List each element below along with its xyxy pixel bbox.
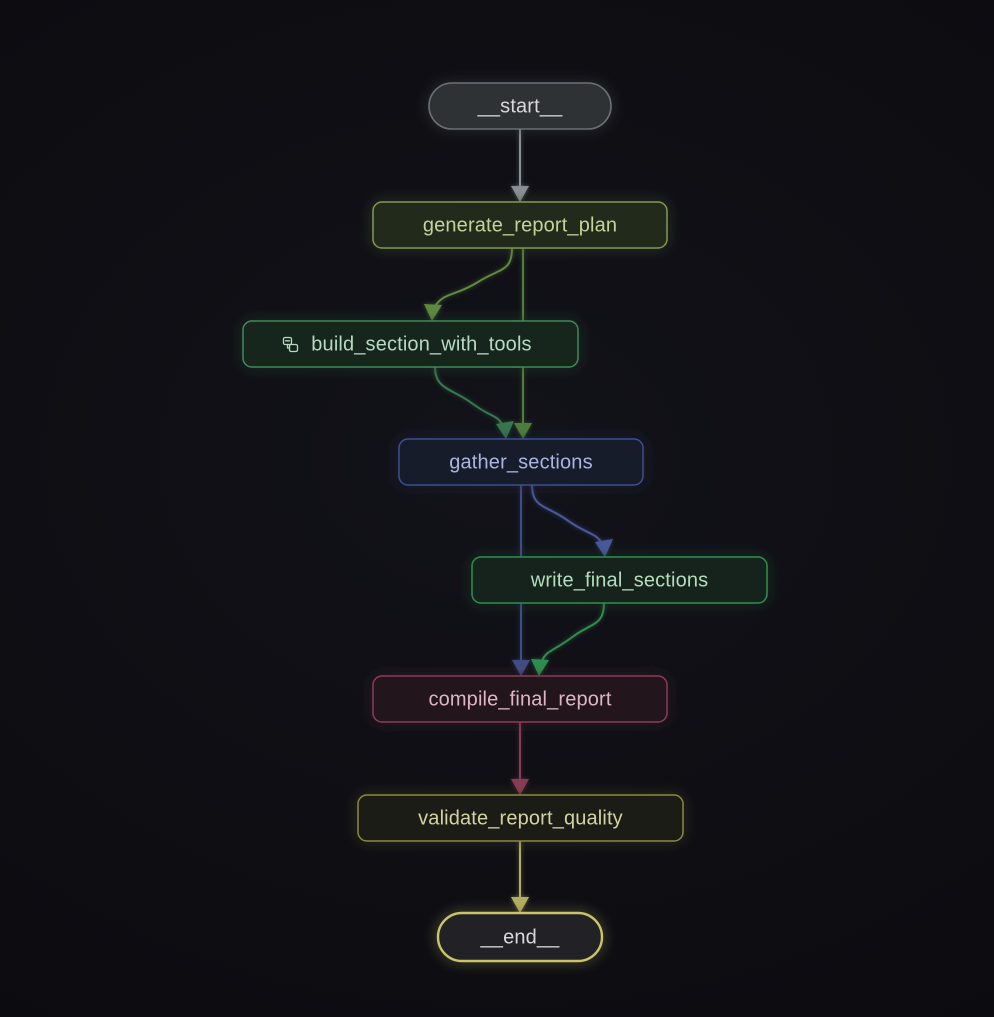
node-compile_final_report[interactable]: compile_final_report (372, 675, 668, 723)
node-build_section_with_tools[interactable]: build_section_with_tools (242, 320, 579, 368)
edge-build_section_with_tools-to-gather_sections (434, 366, 514, 439)
node-write_final_sections[interactable]: write_final_sections (471, 556, 768, 604)
edge-generate_report_plan-to-build_section_with_tools (424, 247, 513, 321)
node-label: build_section_with_tools (311, 333, 531, 355)
edge-compile_final_report-to-validate_report_quality (511, 721, 529, 795)
node-gather_sections[interactable]: gather_sections (398, 438, 644, 486)
node-shape[interactable] (357, 794, 684, 842)
node-shape[interactable] (436, 911, 604, 963)
edge-validate_report_quality-to-end (511, 840, 529, 913)
node-end[interactable]: __end__ (436, 911, 604, 963)
node-shape[interactable] (242, 320, 579, 368)
edge-gather_sections-to-write_final_sections (531, 484, 613, 557)
node-shape[interactable] (428, 82, 612, 130)
node-validate_report_quality[interactable]: validate_report_quality (357, 794, 684, 842)
node-label: compile_final_report (428, 688, 611, 710)
nodes-layer: __start__ generate_report_plan build_secti… (242, 82, 768, 963)
subgraph-icon (282, 336, 299, 353)
node-label: validate_report_quality (418, 807, 623, 829)
node-start[interactable]: __start__ (428, 82, 612, 130)
node-generate_report_plan[interactable]: generate_report_plan (372, 201, 668, 249)
node-label: write_final_sections (530, 569, 709, 591)
node-label: __end__ (480, 926, 561, 948)
node-label: __start__ (477, 95, 563, 117)
node-shape[interactable] (398, 438, 644, 486)
edge-write_final_sections-to-compile_final_report (531, 602, 605, 676)
node-label: generate_report_plan (423, 214, 617, 236)
node-label: gather_sections (449, 451, 592, 473)
node-shape[interactable] (471, 556, 768, 604)
node-shape[interactable] (372, 201, 668, 249)
edge-start-to-generate_report_plan (511, 128, 529, 202)
node-shape[interactable] (372, 675, 668, 723)
